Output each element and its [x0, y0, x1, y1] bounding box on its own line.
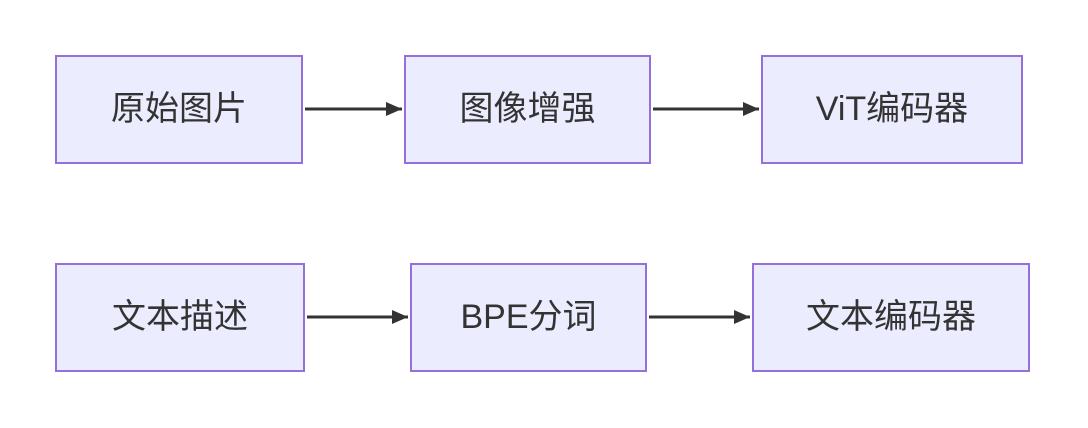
flow-node-original-image: 原始图片 — [55, 55, 303, 164]
flow-node-image-augmentation: 图像增强 — [404, 55, 651, 164]
node-label-bpe-tokenizer: BPE分词 — [460, 297, 597, 336]
flow-node-text-description: 文本描述 — [55, 263, 305, 372]
node-label-vit-encoder: ViT编码器 — [815, 89, 969, 128]
flow-node-vit-encoder: ViT编码器 — [761, 55, 1023, 164]
node-label-text-encoder: 文本编码器 — [806, 297, 976, 336]
node-label-original-image: 原始图片 — [111, 89, 247, 128]
node-label-text-description: 文本描述 — [112, 297, 248, 336]
flow-node-text-encoder: 文本编码器 — [752, 263, 1030, 372]
flow-node-bpe-tokenizer: BPE分词 — [410, 263, 647, 372]
node-label-image-augmentation: 图像增强 — [459, 89, 596, 128]
